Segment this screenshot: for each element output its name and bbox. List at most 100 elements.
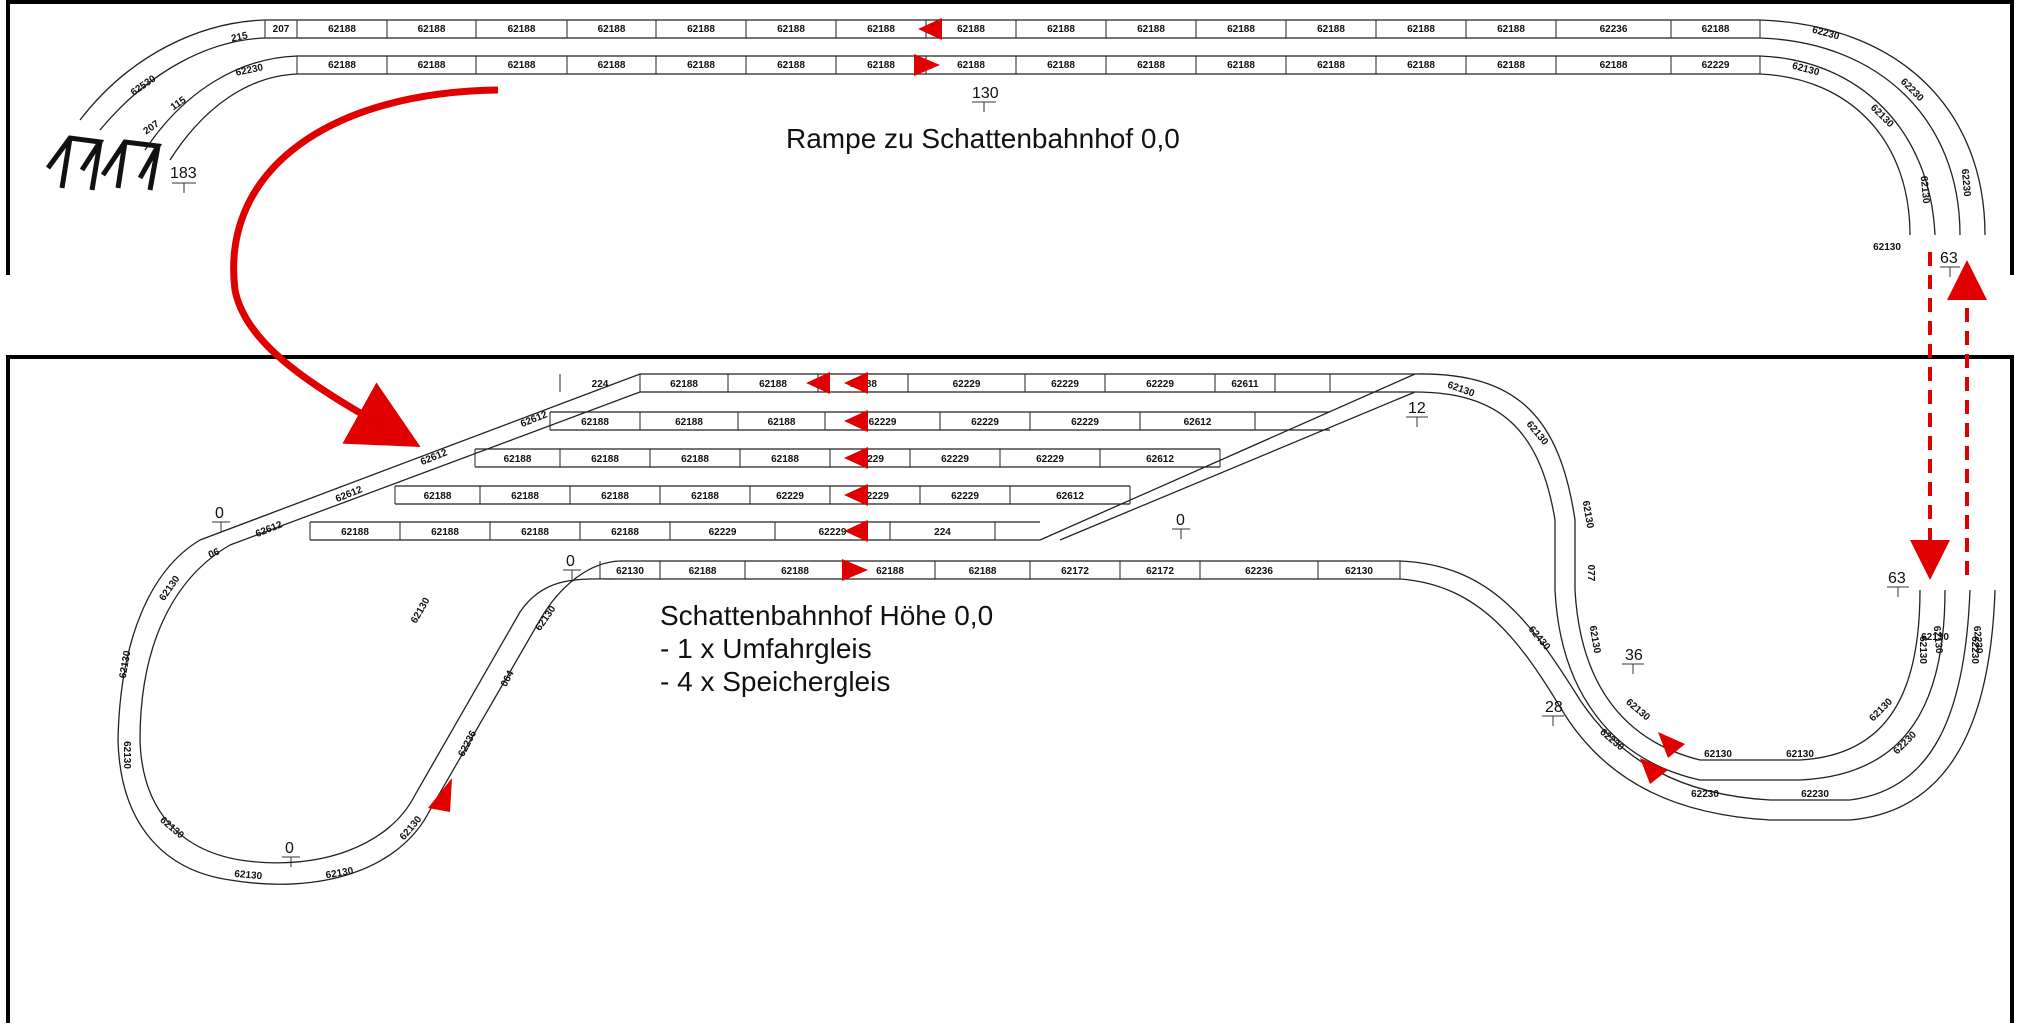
track-label: 62236 <box>456 729 479 759</box>
track-label: 62188 <box>598 60 626 71</box>
direction-arrow <box>844 484 868 506</box>
track-label: 62130 <box>1791 61 1821 79</box>
track-label: 62229 <box>869 417 897 428</box>
height-label: 0 <box>215 505 224 522</box>
track-label: 62188 <box>418 24 446 35</box>
height-marker: 0 <box>1172 512 1190 539</box>
track-label: 62229 <box>776 491 804 502</box>
track-label: 62130 <box>398 814 425 843</box>
track-label: 62229 <box>953 379 981 390</box>
direction-arrow <box>844 520 868 542</box>
track-label: 62611 <box>1231 379 1259 390</box>
track-label: 62130 <box>325 866 355 882</box>
track-label: 064 <box>499 668 517 688</box>
track-label: 62188 <box>781 566 809 577</box>
lower-tracks <box>117 373 1996 885</box>
height-marker: 183 <box>170 165 197 193</box>
track-label: 62188 <box>1702 24 1730 35</box>
track-label: 62188 <box>867 24 895 35</box>
height-label: 28 <box>1545 699 1563 716</box>
track-label: 62230 <box>1969 636 1980 664</box>
station-storage-count: - 4 x Speichergleis <box>660 666 890 697</box>
height-marker: 12 <box>1406 400 1428 427</box>
upper-board-frame <box>6 0 2014 275</box>
track-label: 62230 <box>235 62 265 79</box>
track-label: 62188 <box>418 60 446 71</box>
direction-arrow <box>806 372 830 394</box>
height-marker: 36 <box>1622 647 1644 674</box>
track-label: 62130 <box>1917 636 1928 664</box>
track-label: 62430 <box>1526 624 1553 653</box>
track-label: 62188 <box>1137 24 1165 35</box>
track-label: 62130 <box>1868 696 1896 724</box>
track-label: 62188 <box>768 417 796 428</box>
track-label: 06 <box>207 546 222 561</box>
track-label: 62188 <box>1137 60 1165 71</box>
track-label: 62130 <box>1786 749 1814 760</box>
track-label: 62130 <box>1345 566 1373 577</box>
track-label: 62188 <box>777 24 805 35</box>
track-label: 62188 <box>601 491 629 502</box>
track-label: 62188 <box>424 491 452 502</box>
track-label: 62130 <box>616 566 644 577</box>
track-label: 62188 <box>508 60 536 71</box>
track-label: 62612 <box>1184 417 1212 428</box>
track-label: 62130 <box>1587 625 1603 655</box>
direction-arrow <box>844 410 868 432</box>
height-marker: 130 <box>972 85 999 112</box>
track-label: 62229 <box>709 527 737 538</box>
track-label: 62229 <box>856 454 884 465</box>
track-label: 62236 <box>1600 24 1628 35</box>
track-label: 62188 <box>328 60 356 71</box>
track-label: 62188 <box>957 60 985 71</box>
track-label: 62229 <box>1071 417 1099 428</box>
track-label: 62612 <box>1056 491 1084 502</box>
track-label: 62130 <box>1873 242 1901 253</box>
track-label: 62130 <box>409 596 433 626</box>
height-marker: 28 <box>1542 699 1564 726</box>
upper-tracks <box>45 19 1986 236</box>
track-label: 62188 <box>581 417 609 428</box>
track-label: 215 <box>230 30 249 44</box>
track-label: 62229 <box>819 527 847 538</box>
track-label: 62188 <box>1317 60 1345 71</box>
track-label: 62188 <box>1227 60 1255 71</box>
track-label: 62188 <box>1317 24 1345 35</box>
track-label: 62229 <box>1036 454 1064 465</box>
track-label: 62130 <box>118 649 134 679</box>
track-label: 62188 <box>511 491 539 502</box>
direction-arrow <box>918 18 942 40</box>
track-label: 62188 <box>675 417 703 428</box>
track-label: 62230 <box>1811 25 1841 43</box>
track-label: 62188 <box>1407 60 1435 71</box>
track-label: 62188 <box>876 566 904 577</box>
track-label: 62188 <box>867 60 895 71</box>
track-label: 62188 <box>598 24 626 35</box>
track-label: 62188 <box>687 24 715 35</box>
direction-arrow <box>844 372 868 394</box>
track-label: 62230 <box>1597 727 1626 754</box>
track-label: 62188 <box>328 24 356 35</box>
track-label: 62130 <box>121 741 132 769</box>
track-label: 62188 <box>504 454 532 465</box>
direction-arrow <box>1640 758 1668 784</box>
height-markers: 183 130 63 12 0 0 0 0 36 28 63 <box>170 85 1960 867</box>
track-label: 62188 <box>341 527 369 538</box>
track-label: 62188 <box>777 60 805 71</box>
track-label: 62130 <box>1918 175 1931 204</box>
track-label: 224 <box>934 527 951 538</box>
height-label: 63 <box>1940 250 1958 267</box>
track-label: 62188 <box>1047 24 1075 35</box>
height-marker: 63 <box>1887 570 1909 597</box>
direction-arrow <box>428 778 452 812</box>
track-label: 62188 <box>508 24 536 35</box>
height-marker: 0 <box>563 553 581 580</box>
height-label: 0 <box>285 840 294 857</box>
upper-board-title: Rampe zu Schattenbahnhof 0,0 <box>786 123 1180 154</box>
track-label: 62130 <box>1704 749 1732 760</box>
track-label: 115 <box>169 95 189 114</box>
track-label: 62230 <box>1959 168 1972 197</box>
track-label: 62188 <box>1407 24 1435 35</box>
